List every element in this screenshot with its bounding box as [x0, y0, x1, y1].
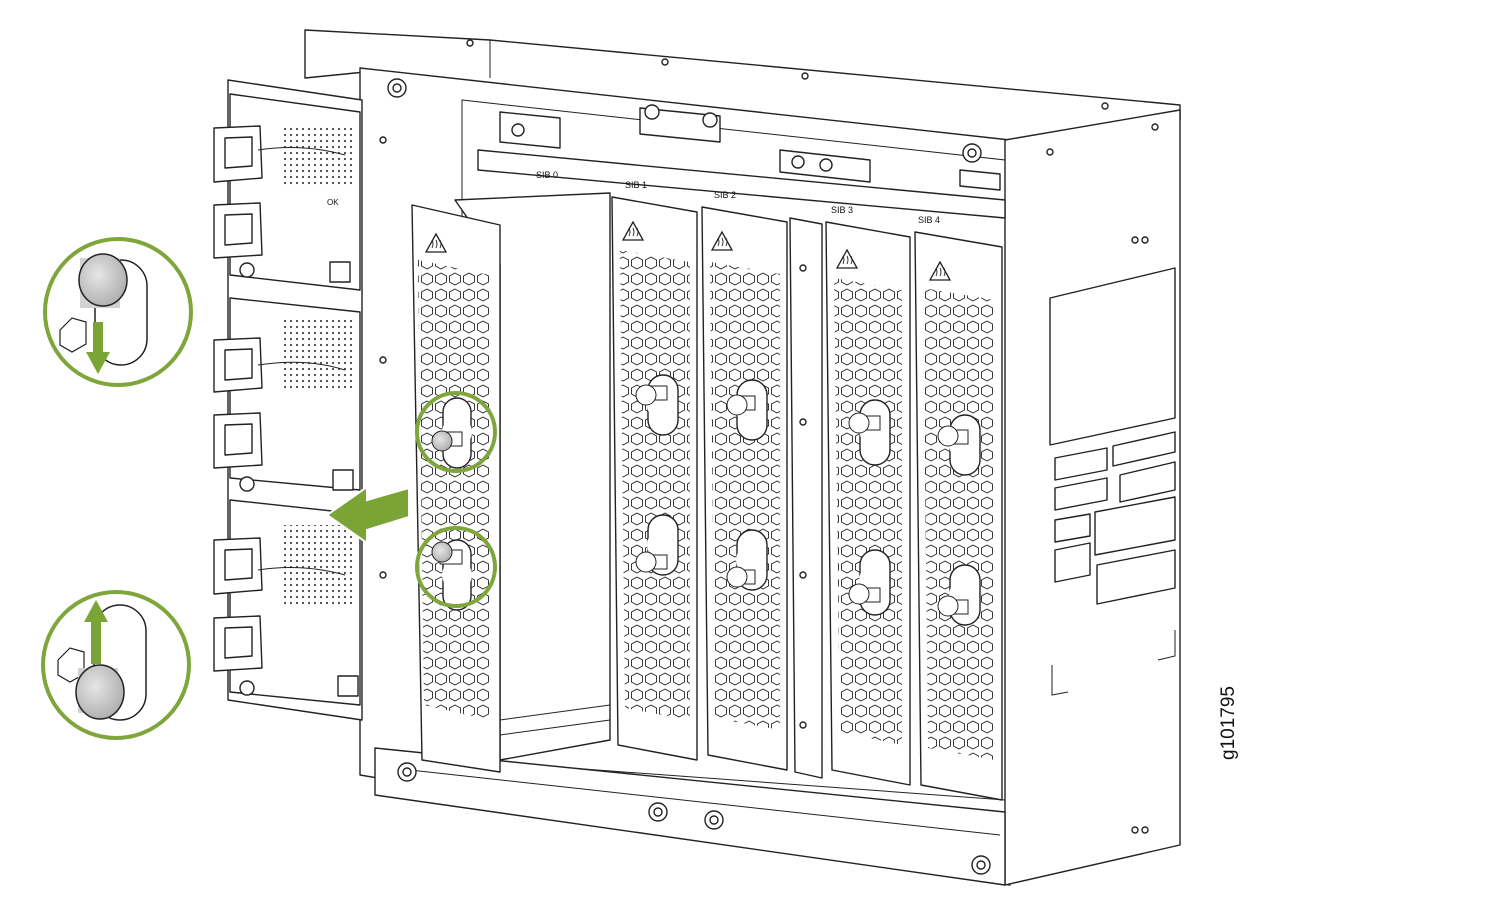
- ejector-knobs: [431, 384, 969, 617]
- frame-screw: [648, 802, 668, 822]
- slot-label-sib-2: SIB 2: [714, 190, 736, 200]
- ejector-highlight-ring: [415, 526, 497, 608]
- push-up-callout: [41, 590, 191, 740]
- power-supply-unit: [213, 499, 361, 706]
- slot-label-sib-1: SIB 1: [625, 180, 647, 190]
- slot-label-sib-3: SIB 3: [831, 205, 853, 215]
- frame-screw: [962, 143, 982, 163]
- slot-label-sib-0: SIB 0: [536, 170, 558, 180]
- ejector-knob: [635, 384, 668, 406]
- ejector-knob: [848, 583, 881, 605]
- sib-card-2: [701, 206, 788, 771]
- slot-separator: [789, 217, 823, 779]
- ejector-knob: [726, 394, 756, 416]
- power-supply-stack: OK: [213, 79, 363, 721]
- ejector-knob: [431, 541, 463, 565]
- sib-card-4: [914, 231, 1003, 801]
- push-up-arrow-icon: [84, 600, 108, 664]
- ejector-knob: [937, 595, 969, 617]
- power-supply-unit: [213, 93, 361, 291]
- slot-label-sib-4: SIB 4: [918, 215, 940, 225]
- ejector-knob: [848, 412, 881, 434]
- ejector-knob: [937, 425, 969, 447]
- sib-card-3: [825, 221, 911, 786]
- hot-surface-warning-icon: [928, 260, 952, 281]
- figure-id-label: g101795: [1218, 686, 1239, 760]
- ejector-knob: [726, 566, 756, 588]
- hot-surface-warning-icon: [621, 220, 645, 241]
- ejector-knob: [431, 430, 463, 452]
- pull-down-callout: [43, 237, 193, 387]
- pull-down-arrow-icon: [86, 322, 110, 374]
- hot-surface-warning-icon: [424, 232, 448, 253]
- psu-ok-label: OK: [327, 198, 339, 207]
- hot-surface-warning-icon: [835, 248, 859, 269]
- power-supply-unit: [213, 297, 361, 492]
- frame-screw: [397, 762, 417, 782]
- remove-left-arrow-icon: [325, 485, 410, 545]
- ejector-knob: [635, 551, 668, 573]
- frame-screw: [704, 810, 724, 830]
- sib-card-1: [611, 196, 698, 761]
- sib-slot-labels: SIB 0 SIB 1 SIB 2 SIB 3 SIB 4: [536, 170, 940, 225]
- frame-screw: [387, 78, 407, 98]
- frame-screw: [971, 855, 991, 875]
- ejector-highlight-ring: [415, 391, 497, 473]
- hot-surface-warning-icon: [710, 230, 734, 251]
- sib-card-0-removed: [411, 192, 611, 773]
